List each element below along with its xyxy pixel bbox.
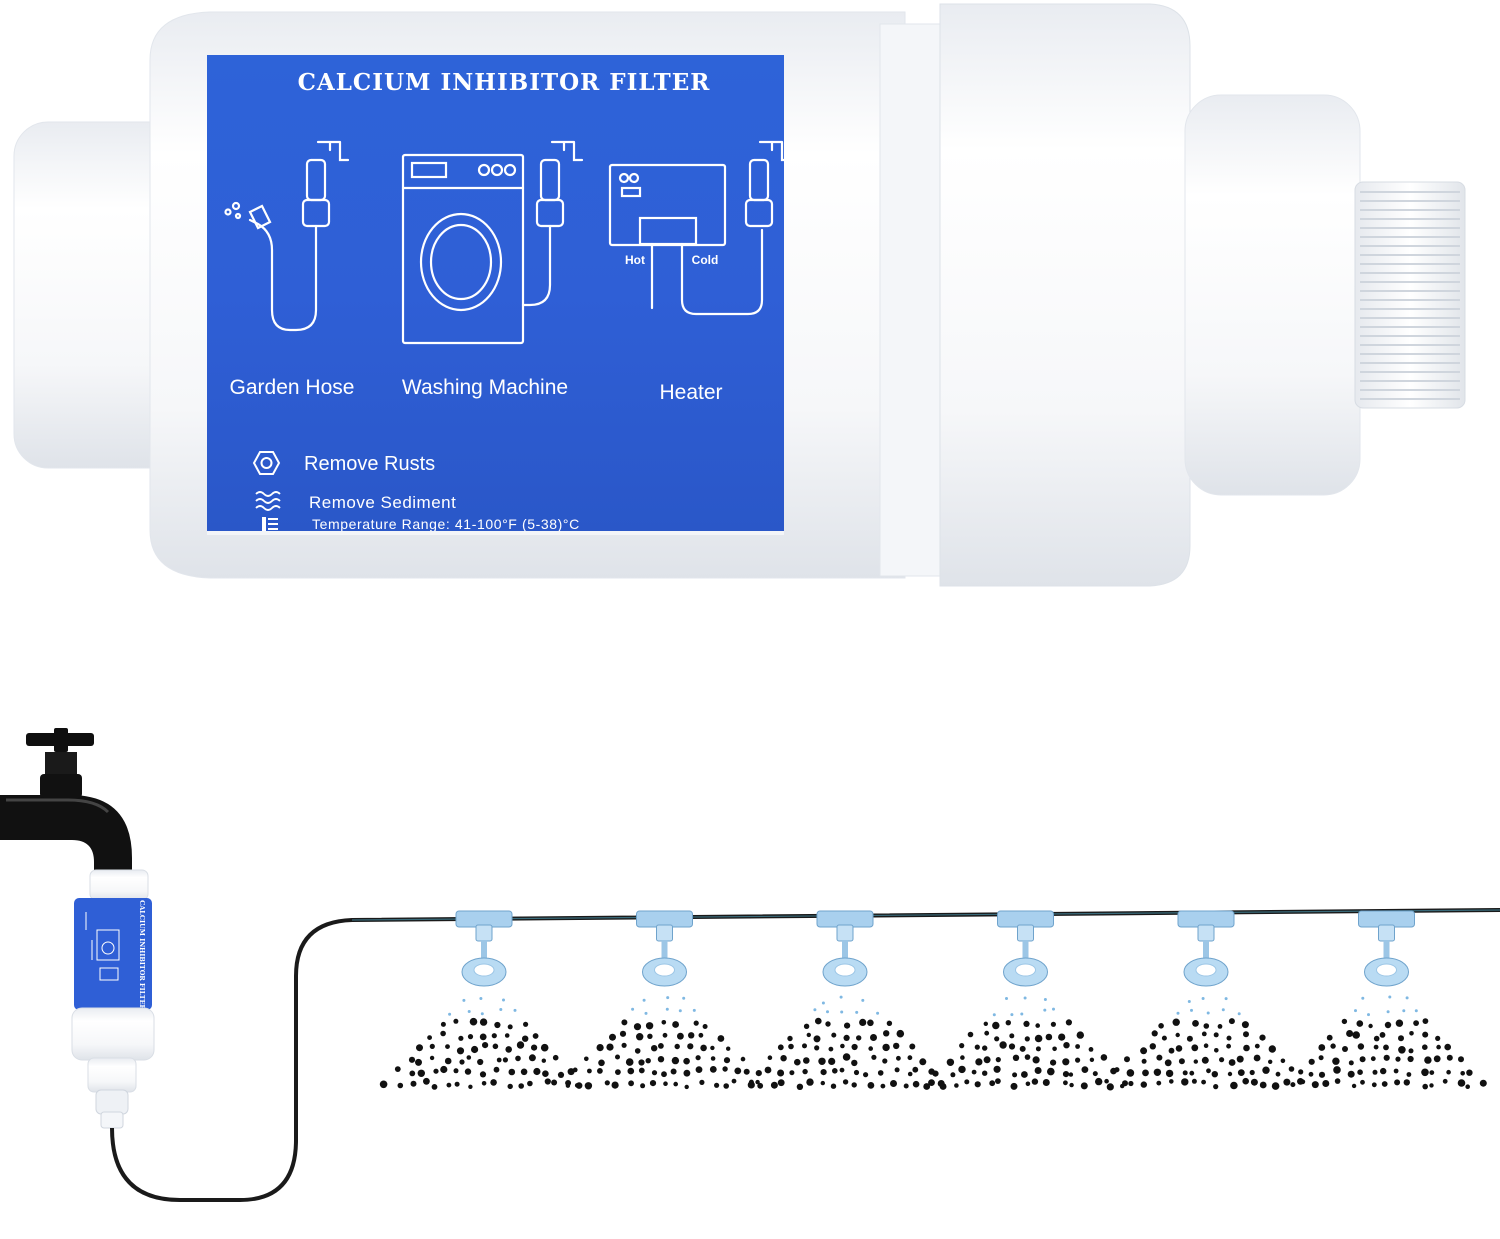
water-spray-3 [748, 995, 945, 1091]
outlet-shoulder [1184, 94, 1361, 496]
filter-body-right [939, 3, 1191, 587]
sprinkler-6 [1290, 910, 1487, 1090]
sediment-waves-icon [255, 491, 281, 511]
calcium-filter: CALCIUM INHIBITOR FILTER Garden Hose Was… [13, 3, 1466, 587]
app-label-heater: Heater [659, 381, 722, 404]
sprinkler-4 [928, 910, 1125, 1091]
heater-cold-label: Cold [692, 253, 719, 267]
sprinkler-3 [748, 910, 945, 1091]
mini-filter-title: CALCIUM INHIBITOR FILTER [138, 900, 146, 1010]
water-spray-2 [565, 996, 760, 1090]
water-spray-5 [1104, 997, 1304, 1090]
sprinkler-1 [379, 910, 580, 1090]
sprinkler-5 [1104, 910, 1304, 1090]
heater-hot-label: Hot [625, 253, 645, 267]
garden-hose [110, 908, 1500, 1202]
washing-machine-icon [401, 140, 584, 345]
faucet-icon [0, 728, 132, 872]
filter-neck [879, 23, 941, 577]
nut-icon [252, 451, 281, 475]
mini-filter: CALCIUM INHIBITOR FILTER [71, 869, 155, 1129]
sprinkler-2 [565, 910, 760, 1090]
filter-title: CALCIUM INHIBITOR FILTER [298, 69, 711, 96]
feature-remove-rusts: Remove Rusts [304, 453, 435, 475]
water-heater-icon [608, 140, 792, 316]
water-spray-1 [379, 997, 580, 1090]
app-label-garden-hose: Garden Hose [230, 376, 355, 399]
thermometer-icon [262, 517, 278, 531]
filter-label [207, 55, 784, 533]
water-spray-6 [1290, 995, 1487, 1090]
installation-diagram: CALCIUM INHIBITOR FILTER [0, 728, 1500, 1202]
sprinkler-row [379, 910, 1487, 1091]
feature-temperature-range: Temperature Range: 41-100°F (5-38)°C [312, 516, 580, 532]
app-label-washing-machine: Washing Machine [402, 376, 568, 399]
garden-hose-icon [224, 140, 350, 332]
water-spray-4 [928, 996, 1125, 1091]
threaded-outlet [1354, 181, 1466, 409]
feature-remove-sediment: Remove Sediment [309, 493, 456, 512]
